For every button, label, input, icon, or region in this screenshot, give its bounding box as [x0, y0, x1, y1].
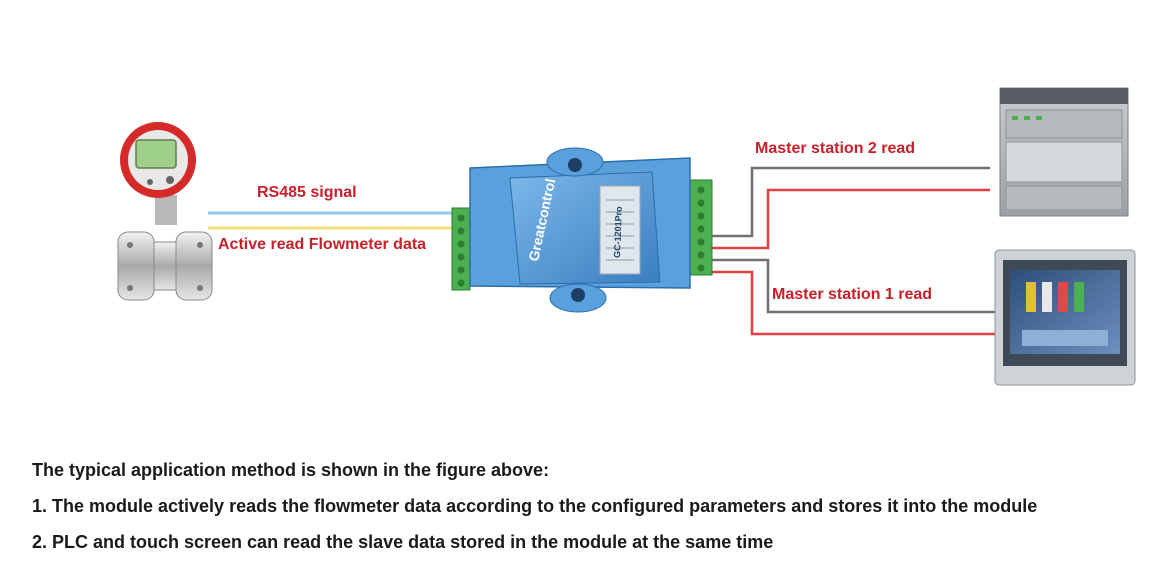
description-intro: The typical application method is shown … [32, 460, 550, 480]
flowmeter-device [117, 122, 213, 301]
description-item-1: 1. The module actively reads the flowmet… [32, 496, 1038, 516]
touch-screen-device [994, 249, 1136, 386]
plc-device [999, 87, 1129, 217]
active-read-label: Active read Flowmeter data [218, 236, 427, 253]
rs485-signal-label: RS485 signal [257, 184, 357, 201]
master-station-2-label: Master station 2 read [755, 140, 916, 157]
hmi-gray-wire [712, 258, 995, 314]
plc-gray-wire [712, 166, 990, 238]
gc-module: Greatcontrol GC-1201Pro [451, 147, 713, 313]
description-item-2: 2. PLC and touch screen can read the sla… [32, 532, 774, 552]
module-model-text: GC-1201Pro [612, 206, 624, 258]
plc-red-wire [712, 188, 990, 250]
hmi-red-wire [712, 270, 995, 336]
master-station-1-label: Master station 1 read [772, 286, 933, 303]
application-diagram: Greatcontrol GC-1201Pro [117, 87, 1136, 386]
